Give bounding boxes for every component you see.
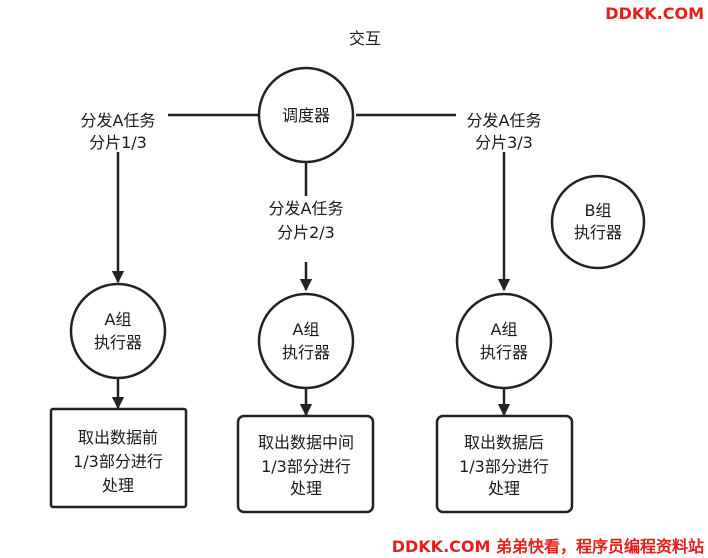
executor-a-left-line2: 执行器 bbox=[94, 333, 142, 352]
process-box-right: 取出数据后 1/3部分进行 处理 bbox=[435, 414, 574, 514]
executor-b-line2: 执行器 bbox=[574, 223, 622, 242]
dispatch-right-line1: 分发A任务 bbox=[467, 111, 542, 130]
dispatch-left-line2: 分片1/3 bbox=[89, 133, 147, 152]
dispatch-middle-line2: 分片2/3 bbox=[277, 223, 335, 242]
executor-a-node-middle: A组 执行器 bbox=[257, 292, 355, 390]
watermark-top: DDKK.COM bbox=[605, 4, 704, 23]
dispatch-label-right: 分发A任务 分片3/3 bbox=[456, 108, 552, 152]
process-middle-line3: 处理 bbox=[290, 479, 322, 498]
process-right-line2: 1/3部分进行 bbox=[459, 457, 549, 476]
dispatch-label-left: 分发A任务 分片1/3 bbox=[72, 108, 168, 152]
process-right-line1: 取出数据后 bbox=[464, 433, 544, 452]
executor-a-right-line2: 执行器 bbox=[480, 343, 528, 362]
dispatch-middle-line1: 分发A任务 bbox=[269, 199, 344, 218]
process-box-middle: 取出数据中间 1/3部分进行 处理 bbox=[236, 414, 375, 514]
diagram-title: 交互 bbox=[349, 29, 381, 48]
executor-b-node: B组 执行器 bbox=[550, 174, 646, 270]
process-middle-line2: 1/3部分进行 bbox=[261, 457, 351, 476]
dispatch-left-line1: 分发A任务 bbox=[81, 111, 156, 130]
executor-b-line1: B组 bbox=[585, 201, 612, 220]
process-middle-line1: 取出数据中间 bbox=[258, 433, 354, 452]
scheduler-label: 调度器 bbox=[282, 106, 330, 125]
watermark-bottom: DDKK.COM 弟弟快看，程序员编程资料站 bbox=[392, 537, 704, 556]
executor-a-right-line1: A组 bbox=[491, 320, 518, 339]
process-left-line3: 处理 bbox=[102, 476, 134, 495]
process-left-line1: 取出数据前 bbox=[78, 428, 158, 447]
executor-a-middle-line2: 执行器 bbox=[282, 343, 330, 362]
process-left-line2: 1/3部分进行 bbox=[73, 452, 163, 471]
process-right-line3: 处理 bbox=[488, 479, 520, 498]
executor-a-node-left: A组 执行器 bbox=[69, 282, 167, 380]
dispatch-right-line2: 分片3/3 bbox=[475, 133, 533, 152]
executor-a-middle-line1: A组 bbox=[293, 320, 320, 339]
executor-a-node-right: A组 执行器 bbox=[455, 292, 553, 390]
scheduler-node: 调度器 bbox=[257, 66, 355, 164]
process-box-left: 取出数据前 1/3部分进行 处理 bbox=[49, 407, 188, 509]
dispatch-label-middle: 分发A任务 分片2/3 bbox=[258, 196, 354, 244]
executor-a-left-line1: A组 bbox=[105, 310, 132, 329]
